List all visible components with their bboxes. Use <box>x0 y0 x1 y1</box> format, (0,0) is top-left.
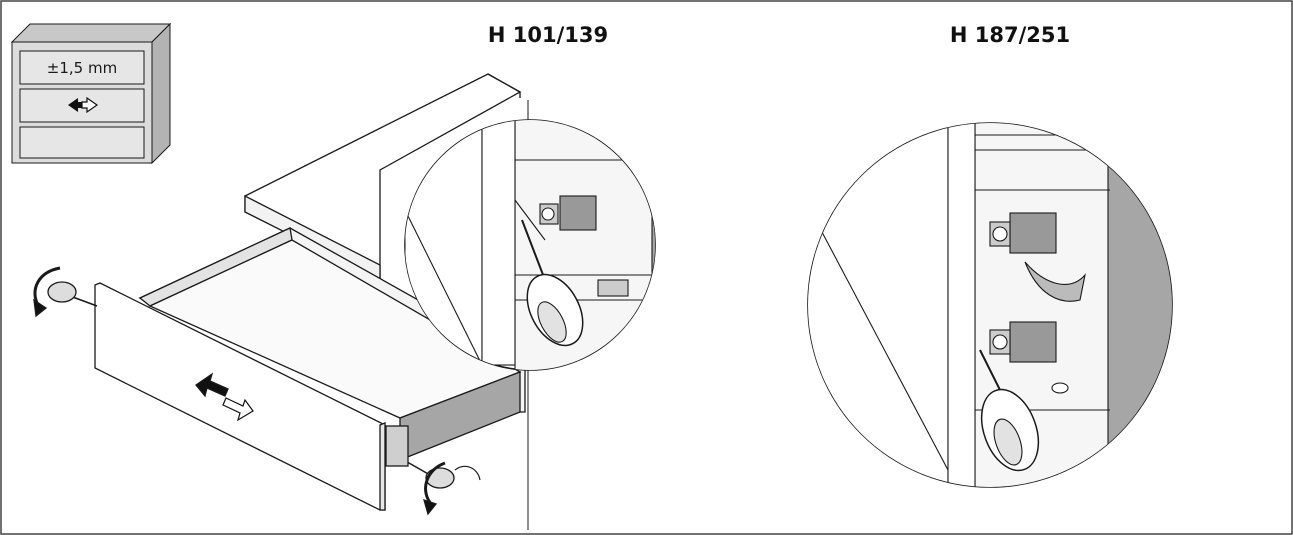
runner-mechanism <box>385 425 409 467</box>
double-arrow-left-right-icon <box>68 96 99 114</box>
screwdriver-left-icon <box>33 266 98 318</box>
screwdriver-right-icon <box>394 454 481 516</box>
detail-circle-h187-251 <box>807 122 1173 488</box>
height-adjust-cell <box>19 50 145 85</box>
front-pull-arrow-icon <box>222 397 254 422</box>
detail-right-title: H 187/251 <box>950 23 1070 47</box>
drawer-illustration <box>33 73 529 530</box>
detail-left-title: H 101/139 <box>488 23 608 47</box>
mechanism-lever <box>559 195 597 231</box>
height-adjust-label: ±1,5 mm <box>47 59 117 77</box>
lower-lever <box>1009 321 1057 363</box>
front-push-arrow-icon <box>195 372 229 398</box>
upper-lever <box>1009 212 1057 254</box>
adjustment-legend-box: ±1,5 mm <box>10 22 172 165</box>
depth-adjust-cell <box>19 126 145 159</box>
detail-circle-h101-139 <box>404 119 656 371</box>
